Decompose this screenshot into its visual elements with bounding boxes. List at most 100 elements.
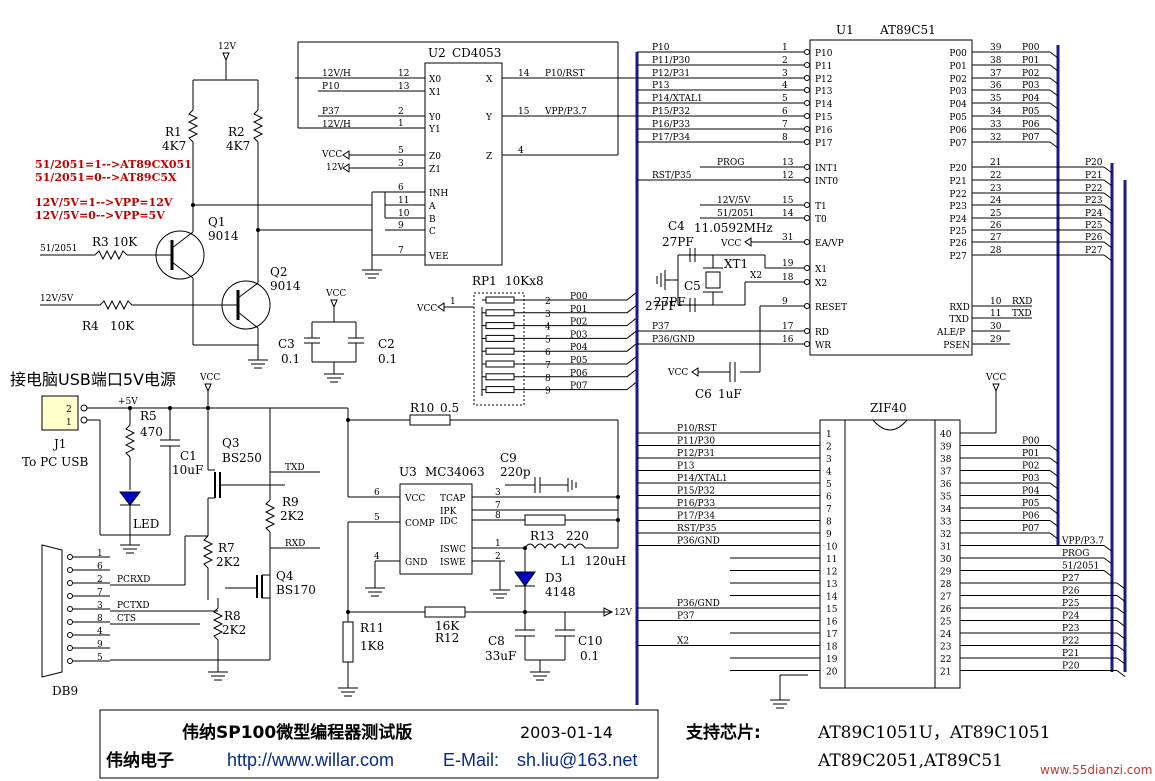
net-vpp-u2: VPP/P3.7 bbox=[544, 107, 587, 117]
u1-net-10: RXD bbox=[1012, 297, 1032, 307]
u1-pin-rd: RD bbox=[815, 328, 829, 338]
u1-pin-t1: T1 bbox=[815, 202, 827, 212]
zif-pin-10: 10 bbox=[826, 543, 838, 553]
u1-pinnum-2: 2 bbox=[782, 56, 788, 66]
u1-net-16: P36/GND bbox=[652, 335, 695, 345]
u2-pinnum-7: 7 bbox=[398, 246, 404, 256]
zif-pin-3: 3 bbox=[826, 455, 832, 465]
r12-value: 16K bbox=[435, 619, 460, 633]
u1-pinnum-24: 24 bbox=[990, 196, 1002, 206]
zif-pin-24: 24 bbox=[940, 630, 952, 640]
net-pcrxd: PCRXD bbox=[117, 575, 150, 585]
zif-pin-25: 25 bbox=[940, 618, 952, 628]
c10-value: 0.1 bbox=[580, 649, 599, 663]
zif-net-36: P03 bbox=[1022, 474, 1040, 484]
c5-ref: C5 bbox=[684, 279, 701, 293]
u1-pinnum-15: 15 bbox=[782, 196, 794, 206]
zif-pin-18: 18 bbox=[826, 643, 838, 653]
u3-pinnum-6: 6 bbox=[374, 488, 380, 498]
u3-pinnum-2: 2 bbox=[495, 552, 501, 562]
q2-ref: Q2 bbox=[270, 265, 287, 279]
c3-ref: C3 bbox=[278, 337, 295, 351]
u1-pin-x2: X2 bbox=[815, 279, 827, 289]
u1-pin-p16: P16 bbox=[815, 126, 833, 136]
u1-net-26: P25 bbox=[1085, 221, 1103, 231]
u1-pin-p05: P05 bbox=[949, 113, 967, 123]
j1-connector bbox=[41, 395, 79, 431]
zif-net-33: P06 bbox=[1022, 512, 1040, 522]
u2-pin-y: Y bbox=[485, 113, 493, 123]
u2-pin-z1: Z1 bbox=[429, 165, 441, 175]
led-icon bbox=[118, 491, 142, 506]
net-p10-u2: P10 bbox=[322, 82, 340, 92]
u1-net-8: P17/P34 bbox=[652, 133, 690, 143]
r9-ref: R9 bbox=[282, 495, 299, 509]
u1-net-3: P12/P31 bbox=[652, 69, 690, 79]
zif-net-16: P37 bbox=[677, 612, 695, 622]
company-url[interactable]: http://www.willar.com bbox=[227, 750, 394, 770]
zif-pin-1: 1 bbox=[826, 430, 832, 440]
u1-pinnum-30: 30 bbox=[990, 322, 1002, 332]
u1-net-22: P21 bbox=[1085, 171, 1103, 181]
title-main: 伟纳SP100微型编程器测试版 bbox=[182, 722, 412, 743]
l1-ref: L1 bbox=[561, 554, 577, 568]
vcc-ea: VCC bbox=[720, 239, 741, 249]
u1-net-7: P16/P33 bbox=[652, 120, 690, 130]
u1-pinnum-16: 16 bbox=[782, 335, 794, 345]
r10-resistor bbox=[409, 414, 451, 426]
u2-pin-inh: INH bbox=[429, 189, 448, 199]
net-12vh-1: 12V/H bbox=[322, 69, 351, 79]
rp1-value: 10Kx8 bbox=[505, 274, 544, 288]
r13-value: 220 bbox=[566, 529, 589, 543]
u1-pinnum-28: 28 bbox=[990, 246, 1002, 256]
zif-net-26: P25 bbox=[1062, 599, 1080, 609]
zif-net-5: P14/XTAL1 bbox=[677, 474, 728, 484]
u1-pin-p21: P21 bbox=[949, 177, 967, 187]
c6-value: 1uF bbox=[718, 387, 742, 401]
zif-net-24: P23 bbox=[1062, 624, 1080, 634]
r7-value: 2K2 bbox=[216, 555, 240, 569]
u2-pinnum-3: 3 bbox=[398, 159, 404, 169]
db9-connector bbox=[41, 544, 63, 678]
xtal-freq: 11.0592MHz bbox=[694, 221, 773, 235]
c10-ref: C10 bbox=[578, 634, 602, 648]
net-rxd-q4: RXD bbox=[285, 539, 305, 549]
zif-pin-8: 8 bbox=[826, 518, 832, 528]
zif-pin-39: 39 bbox=[940, 443, 952, 453]
db9-pin-3: 3 bbox=[97, 601, 103, 611]
zif-net-30: PROG bbox=[1062, 549, 1089, 559]
u1-pin-p12: P12 bbox=[815, 75, 833, 85]
u1-net-34: P05 bbox=[1022, 107, 1040, 117]
u1-at89c51: U1 AT89C51 P101P10P112P11/P30P123P12/P31… bbox=[637, 23, 1113, 401]
u3-pinnum-7: 7 bbox=[495, 501, 501, 511]
u1-pinnum-23: 23 bbox=[990, 184, 1002, 194]
u2-pinnum-13: 13 bbox=[398, 82, 410, 92]
rp1-ref: RP1 bbox=[472, 274, 497, 288]
zif-net-22: P21 bbox=[1062, 649, 1080, 659]
zif-pin-33: 33 bbox=[940, 518, 952, 528]
u1-pin-rxd: RXD bbox=[949, 303, 969, 313]
rp1-net-p04: P04 bbox=[570, 343, 588, 353]
u1-pin-reset: RESET bbox=[815, 303, 847, 313]
zif-pin-4: 4 bbox=[826, 468, 832, 478]
r10-value: 0.5 bbox=[440, 401, 459, 415]
u2-pin-c: C bbox=[429, 227, 436, 237]
r1-ref: R1 bbox=[165, 125, 182, 139]
u1-pin-p22: P22 bbox=[949, 190, 967, 200]
u1-pin-int0: INT0 bbox=[815, 177, 838, 187]
r5-value: 470 bbox=[140, 425, 163, 439]
u2-pin-y0: Y0 bbox=[428, 113, 441, 123]
u2-pin-y1: Y1 bbox=[428, 125, 441, 135]
u1-pinnum-35: 35 bbox=[990, 94, 1002, 104]
c8-value: 33uF bbox=[485, 649, 516, 663]
to-pc-usb: To PC USB bbox=[22, 455, 89, 469]
u1-net-1: P10 bbox=[652, 43, 670, 53]
u1-pinnum-36: 36 bbox=[990, 81, 1002, 91]
email-address[interactable]: sh.liu@163.net bbox=[517, 750, 637, 770]
u2-ref: U2 bbox=[428, 46, 446, 60]
u1-pin-p11: P11 bbox=[815, 62, 833, 72]
u1-pin-ale-p: ALE/P bbox=[936, 328, 965, 338]
zif-net-10: P36/GND bbox=[677, 537, 720, 547]
u1-pinnum-11: 11 bbox=[990, 309, 1001, 319]
support-line2: AT89C2051,AT89C51 bbox=[817, 751, 1003, 771]
